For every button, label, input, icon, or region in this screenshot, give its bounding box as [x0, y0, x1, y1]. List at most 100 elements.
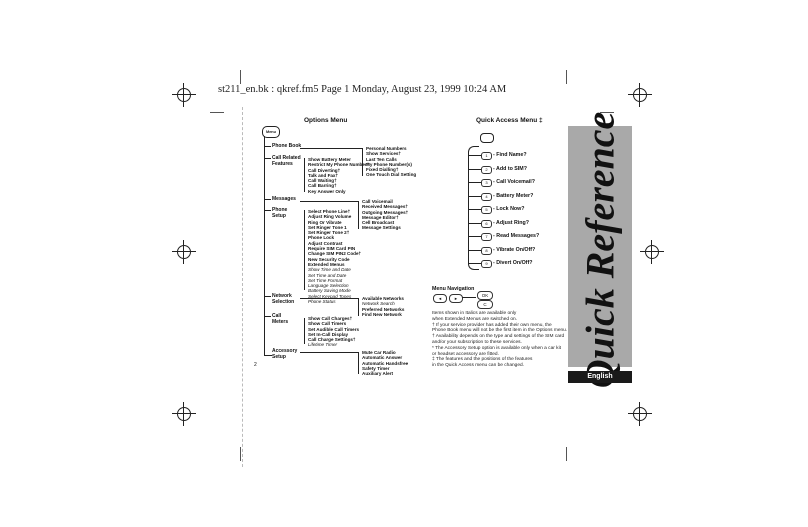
messages-list: Call Voicemail Received Messages† Outgoi…: [362, 199, 408, 231]
list-item: Call Waiting†: [308, 178, 337, 184]
list-item: Call Diverting†: [308, 167, 341, 173]
fold-line: [242, 107, 244, 467]
list-item: Message Settings: [362, 225, 401, 231]
quick-connector: [469, 249, 481, 251]
footnote: or headset accessory are fitted.: [432, 351, 499, 357]
quick-reference-tab: [568, 126, 632, 367]
tree-branch: [304, 210, 305, 290]
tree-branch: [358, 298, 359, 316]
list-item: Adjust Ring Volume: [308, 214, 352, 220]
quick-reference-title: Quick Reference: [577, 111, 623, 389]
tree-branch: [304, 318, 305, 344]
list-item: Set Time Format: [308, 277, 343, 283]
list-item: Ring Or Vibrate: [308, 219, 342, 225]
list-item: Personal Numbers: [366, 146, 407, 151]
registration-mark: [628, 83, 652, 107]
list-item: Received Messages†: [362, 204, 408, 210]
list-item: Language Selection: [308, 283, 349, 289]
tree-branch: [304, 158, 305, 192]
quick-access-item: - Find Name?: [493, 152, 527, 158]
list-item: Mute Car Radio: [362, 350, 396, 355]
menu-key-icon: [480, 133, 494, 143]
tree-branch: [264, 296, 271, 297]
key-7-icon: 7: [481, 233, 492, 241]
bullet-dash: -: [493, 192, 497, 199]
crop-mark: [240, 70, 241, 84]
list-item: Show Battery Meter: [308, 157, 351, 162]
quick-connector: [469, 182, 481, 183]
list-item: Find New Network: [362, 311, 402, 317]
quick-access-label: Call Voicemail?: [496, 179, 536, 185]
quick-connector: [469, 222, 481, 224]
key-5-icon: 5: [481, 206, 492, 214]
footnote: ‡ The features and the positions of the …: [432, 357, 533, 363]
crop-mark: [600, 112, 614, 113]
call-related-list: Show Battery Meter Restrict My Phone Num…: [308, 157, 369, 194]
menu-key-icon: Menu: [262, 126, 280, 138]
tree-branch: [300, 298, 358, 299]
menu-navigation-title: Menu Navigation: [432, 286, 475, 292]
crop-mark: [566, 447, 567, 461]
list-item: Cell Broadcast: [362, 220, 395, 226]
list-item: Set In-Call Display: [308, 331, 349, 337]
crop-mark: [240, 447, 241, 461]
tree-branch: [264, 158, 271, 159]
list-item: My Phone Number(s): [366, 161, 412, 167]
list-item: Restrict My Phone Number†: [308, 162, 370, 168]
footnote: † If your service provider has added the…: [432, 322, 552, 328]
cat-phone-setup: Phone Setup: [272, 207, 288, 219]
list-item: Select Keypad Tones: [308, 293, 352, 299]
quick-access-item: - Read Messages?: [493, 233, 539, 239]
quick-access-item: - Lock Now?: [493, 206, 525, 212]
quick-access-item: - Vibrate On/Off?: [493, 247, 535, 253]
tree-branch: [362, 148, 363, 176]
list-item: Last Ten Calls: [366, 156, 397, 162]
list-item: Network Search: [362, 301, 395, 307]
list-item: Set Time and Date: [308, 272, 347, 278]
quick-access-label: Find Name?: [496, 152, 527, 158]
bullet-dash: -: [493, 246, 497, 253]
key-4-icon: 4: [481, 192, 492, 201]
key-2-icon: 2: [481, 165, 492, 174]
registration-mark: [172, 83, 196, 107]
tree-branch: [358, 352, 359, 374]
list-item: Set Ringer Tone 1: [308, 224, 347, 230]
tree-branch: [264, 199, 271, 200]
quick-access-label: Adjust Ring?: [496, 219, 529, 226]
quick-access-label: Lock Now?: [496, 206, 525, 212]
registration-mark: [640, 240, 664, 264]
tree-branch: [300, 201, 358, 202]
tree-branch: [300, 352, 358, 353]
language-label: English: [568, 371, 632, 383]
quick-access-title: Quick Access Menu ‡: [476, 117, 543, 124]
list-item: Fixed Dialling†: [366, 167, 399, 173]
list-item: Message Editor†: [362, 214, 399, 220]
quick-connector: [469, 236, 481, 237]
list-item: Key Answer Only: [308, 188, 346, 194]
list-item: Adjust Contrast: [308, 240, 343, 246]
list-item: Set Ringer Tone 2†: [308, 230, 350, 236]
call-meters-list: Show Call Charges† Show Call Timers Set …: [308, 316, 359, 348]
phone-setup-list: Select Phone Line† Adjust Ring Volume Ri…: [308, 209, 361, 304]
list-item: Battery Saving Mode: [308, 288, 351, 294]
phone-book-list: Personal Numbers Show Services† Last Ten…: [366, 146, 416, 178]
list-item: One Touch Dial Setting: [366, 172, 417, 178]
list-item: Preferred Networks: [362, 306, 405, 312]
bullet-dash: -: [493, 206, 497, 212]
list-item: Talk and Fax†: [308, 172, 339, 178]
quick-access-label: Battery Meter?: [496, 192, 534, 199]
key-6-icon: 6: [481, 219, 492, 228]
list-item: Extended Menus: [308, 261, 345, 267]
quick-access-item: - Battery Meter?: [493, 193, 533, 199]
quick-access-label: Read Messages?: [496, 233, 540, 239]
tree-trunk: [264, 136, 265, 355]
footnotes: Items shown in Italics are available onl…: [432, 311, 567, 369]
cat-call-meters: Call Meters: [272, 313, 289, 325]
quick-connector: [469, 155, 481, 156]
tree-branch: [300, 148, 362, 149]
tree-branch: [264, 355, 272, 356]
quick-access-item: - Adjust Ring?: [493, 220, 529, 226]
page-number: 2: [254, 362, 257, 368]
options-menu-title: Options Menu: [304, 117, 348, 124]
cat-accessory: Accessory Setup: [272, 348, 298, 360]
